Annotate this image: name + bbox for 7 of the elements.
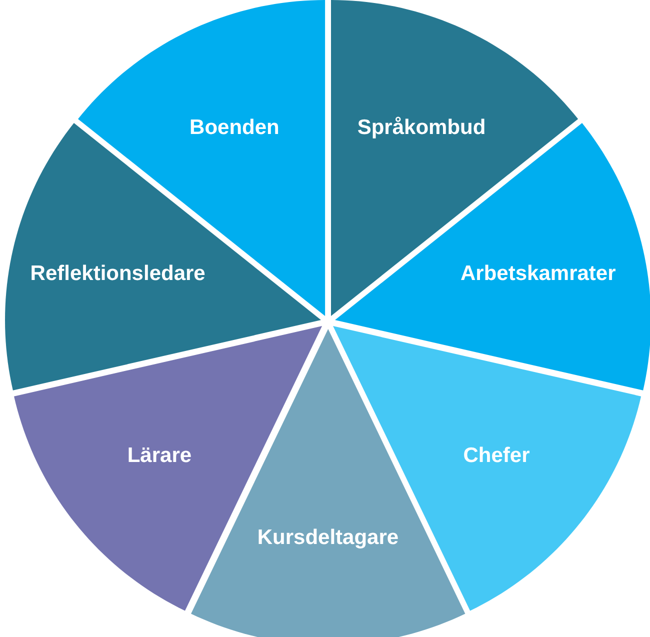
segment-label: Boenden xyxy=(190,116,280,140)
segment-label: Kursdeltagare xyxy=(257,526,399,550)
segment-label: Arbetskamrater xyxy=(460,262,616,286)
segment-label: Språkombud xyxy=(357,116,486,140)
segment-label: Lärare xyxy=(127,444,192,468)
segment-label: Reflektionsledare xyxy=(30,262,206,286)
segment-label: Chefer xyxy=(463,444,530,468)
